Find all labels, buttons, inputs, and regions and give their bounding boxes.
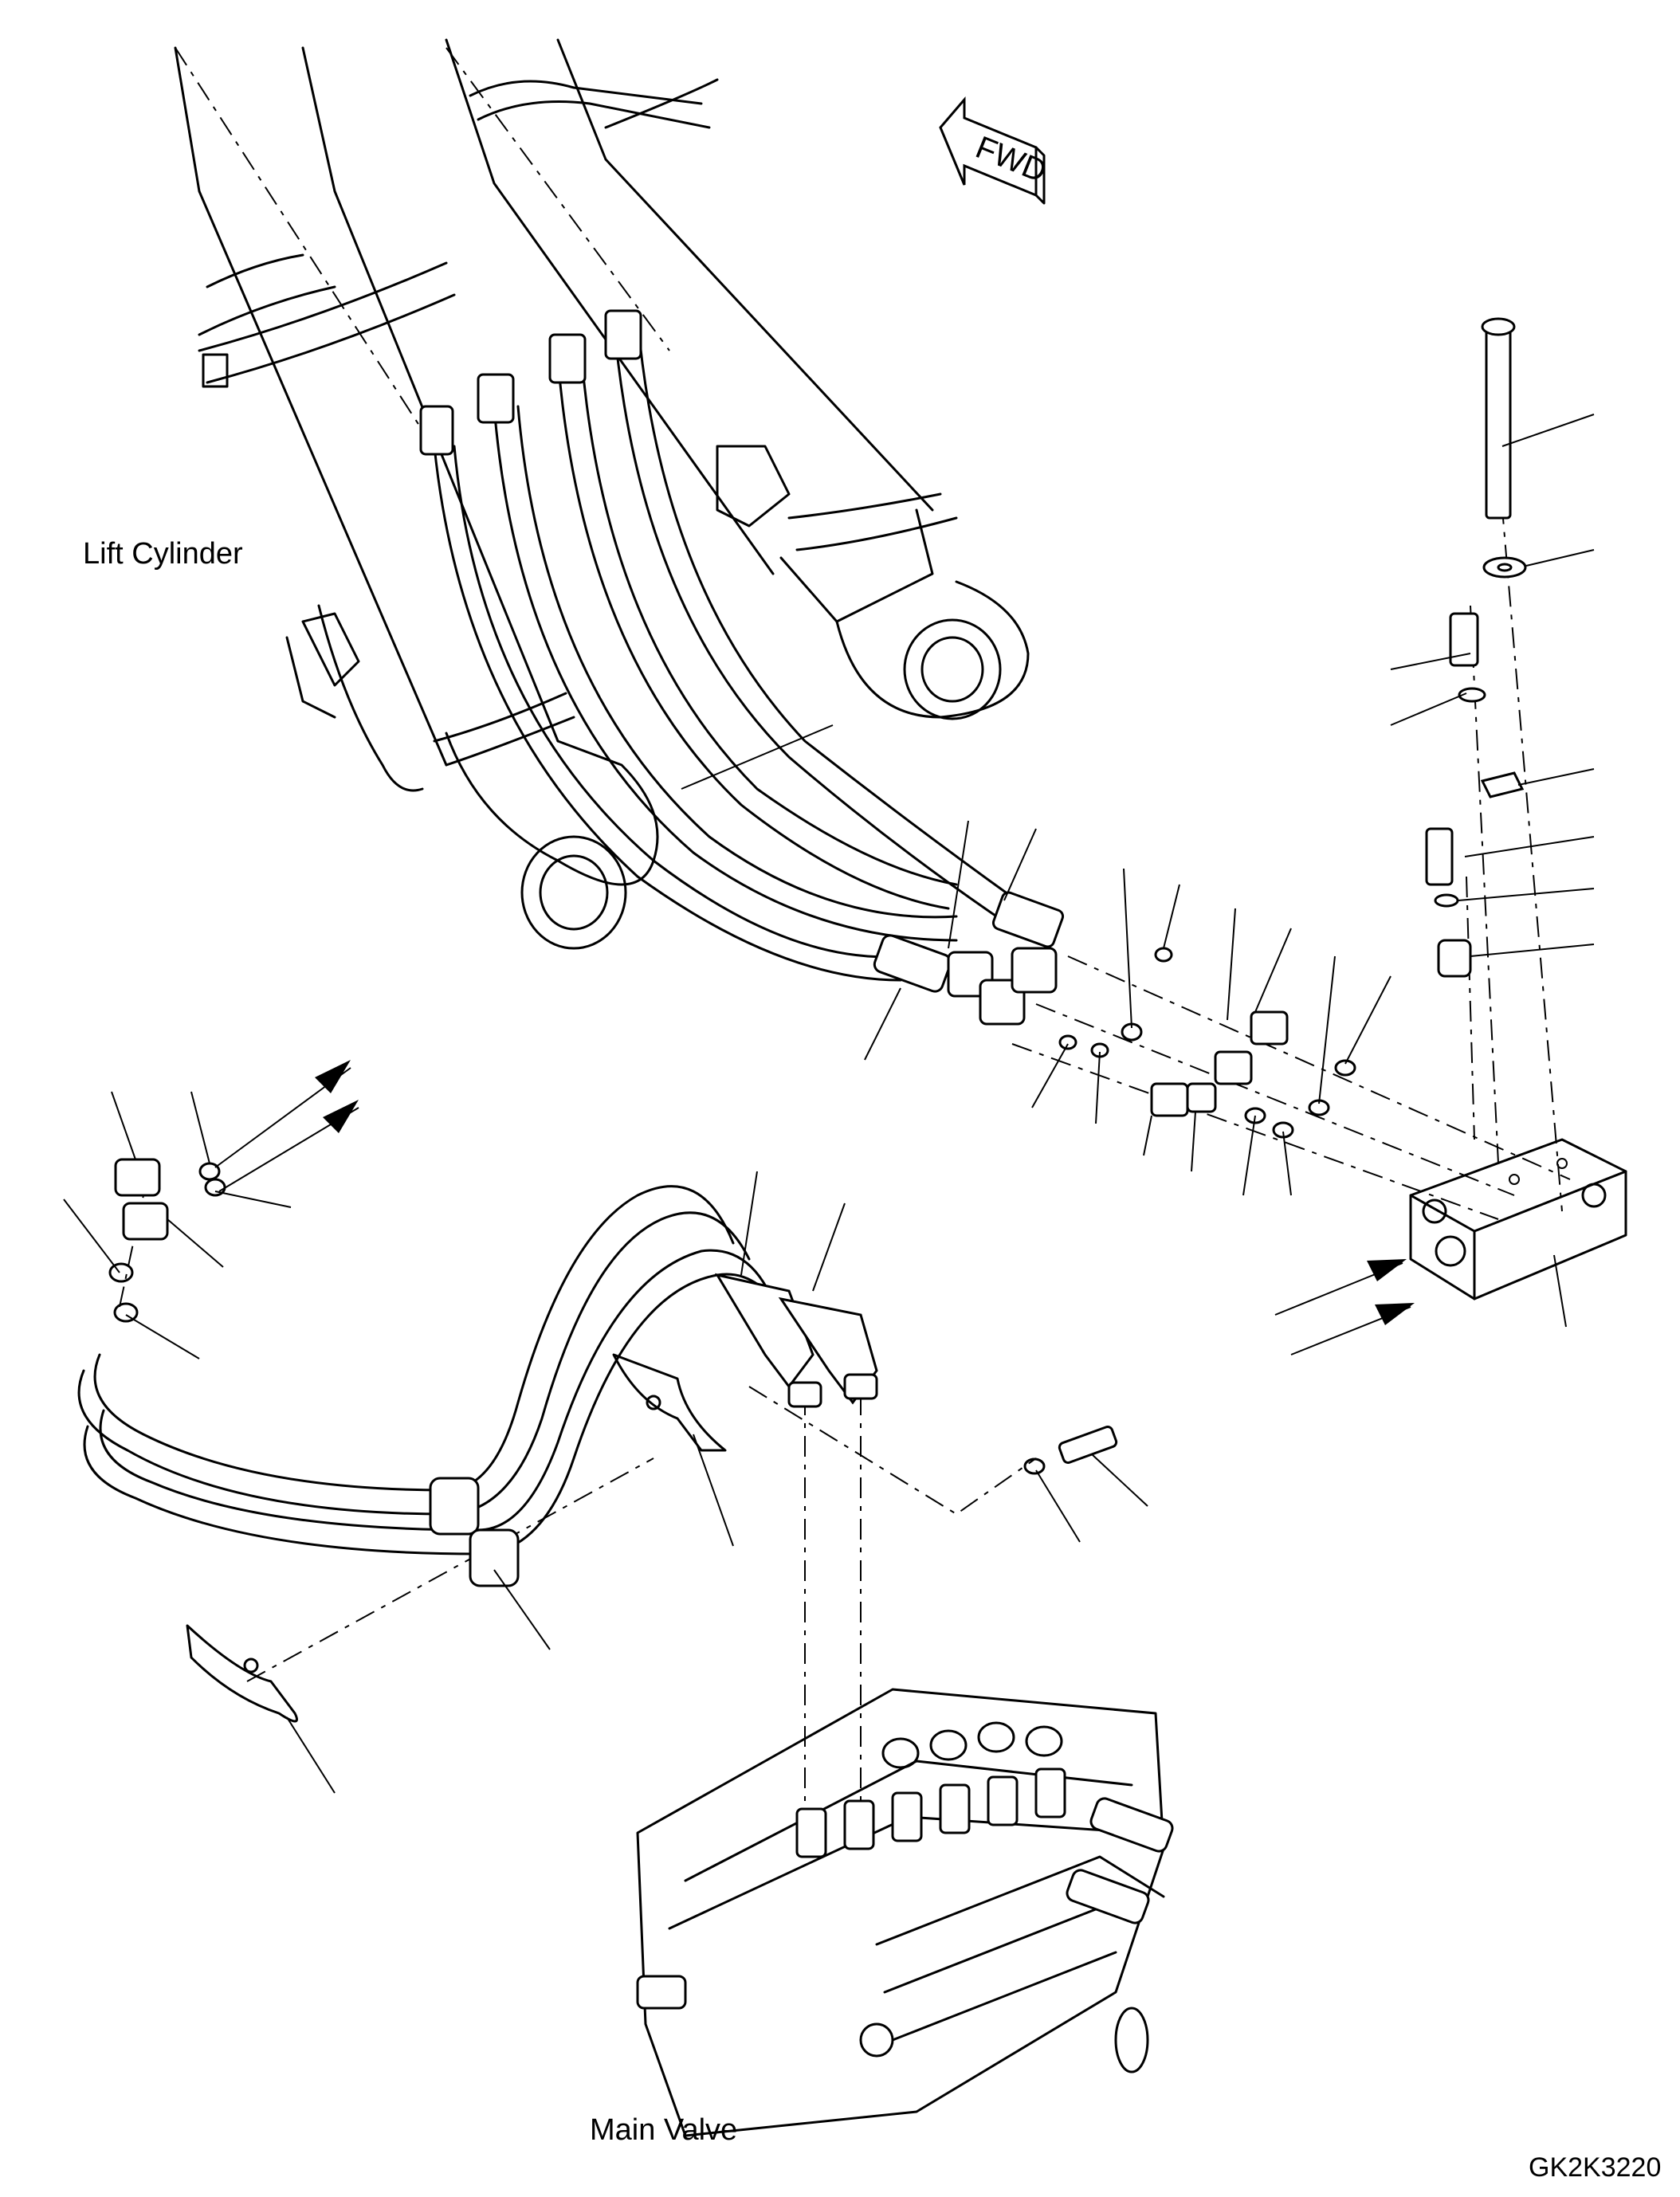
- drawing-code-label: GK2K3220: [1529, 2152, 1662, 2183]
- flow-arrows: [214, 1060, 1415, 1355]
- bolt-and-washer: [1023, 1426, 1118, 1475]
- main-valve: [636, 1688, 1174, 2137]
- hose-end-fittings: [873, 891, 1065, 1026]
- stack-parts: [1425, 317, 1527, 978]
- alignment-lines: [119, 47, 1571, 1809]
- upper-hoses: [419, 309, 1030, 982]
- lift-cylinder-right: [445, 38, 1030, 720]
- lift-cylinder-left: [174, 46, 659, 950]
- cylinder-clamps: [198, 78, 719, 388]
- lift-cylinder-label: Lift Cylinder: [83, 537, 243, 571]
- lower-clamps: [186, 1353, 727, 1723]
- main-valve-label: Main Valve: [590, 2113, 738, 2147]
- left-fittings: [108, 1158, 226, 1323]
- forward-indicator: FWD: [939, 96, 1051, 205]
- fittings-and-orings: [1058, 947, 1356, 1139]
- lower-hoses: [77, 1185, 878, 1587]
- adapter-block: [1409, 1138, 1627, 1301]
- leader-lines: [63, 414, 1595, 1794]
